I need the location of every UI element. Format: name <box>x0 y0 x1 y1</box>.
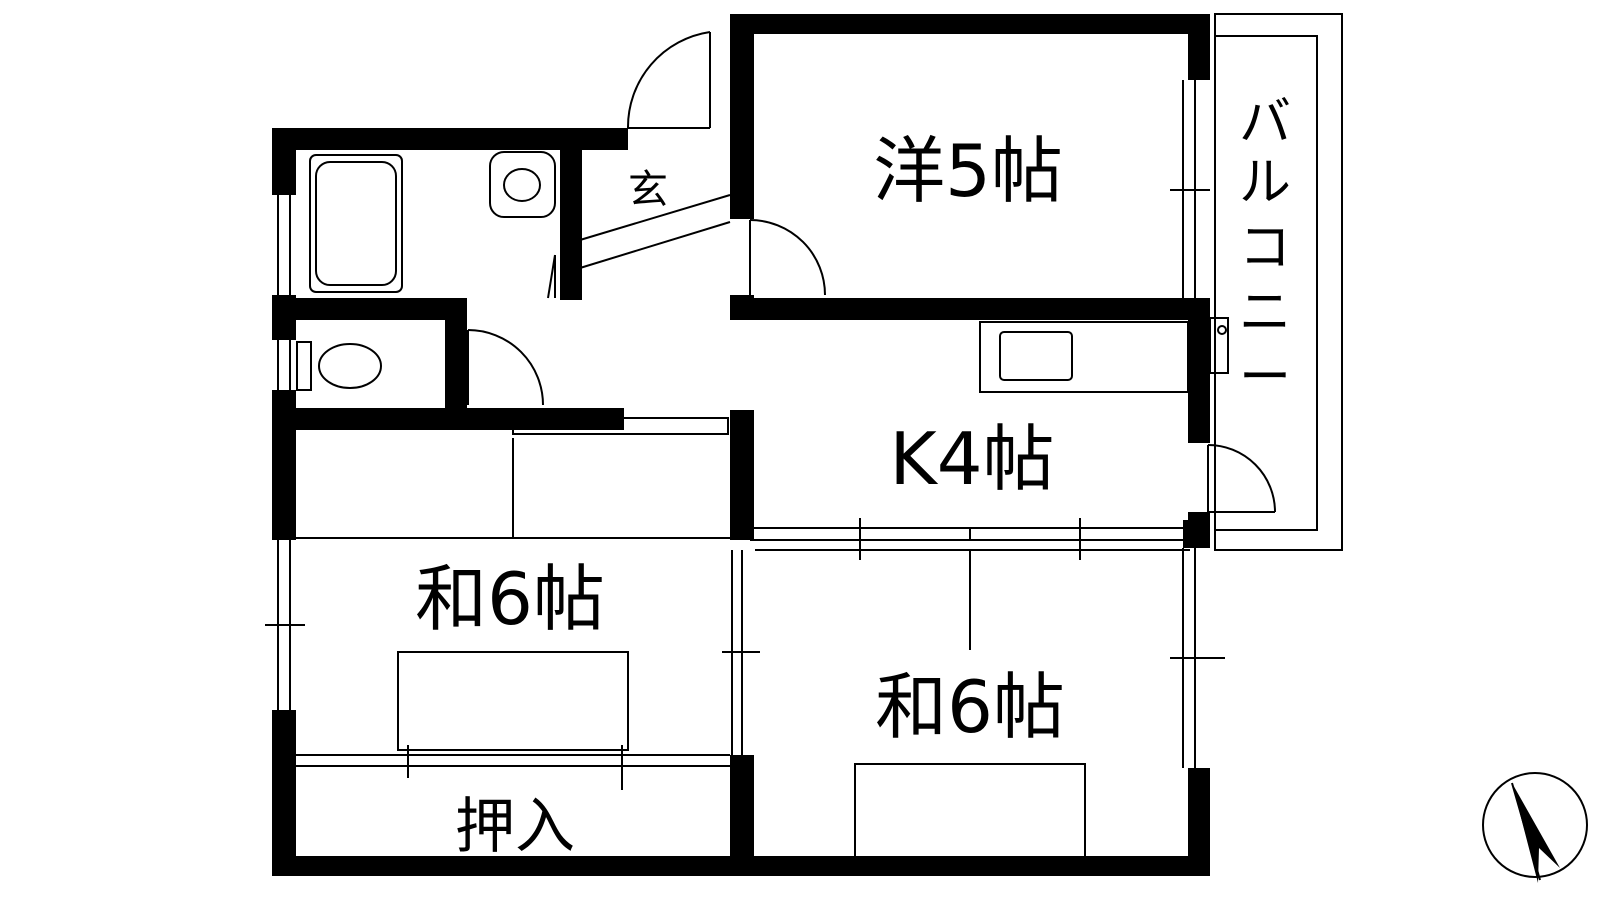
door-swings <box>467 31 1276 513</box>
western-room-label: 洋5帖 <box>873 129 1063 213</box>
balcony-label: バ ル コ ニ ー <box>1239 93 1291 408</box>
north-arrow-icon <box>1482 772 1588 883</box>
entrance-label: 玄 <box>628 167 668 213</box>
balcony-char: ル <box>1239 153 1291 213</box>
walls <box>272 14 1210 876</box>
balcony-char: ニ <box>1239 283 1291 343</box>
closet-label: 押入 <box>455 792 575 862</box>
japanese-room-left-label: 和6帖 <box>415 557 605 641</box>
kitchen-label: K4帖 <box>889 417 1054 501</box>
balcony-char: バ <box>1239 93 1291 153</box>
balcony-char: ー <box>1239 348 1291 408</box>
balcony-char: コ <box>1239 218 1291 278</box>
japanese-room-right-label: 和6帖 <box>875 665 1065 749</box>
